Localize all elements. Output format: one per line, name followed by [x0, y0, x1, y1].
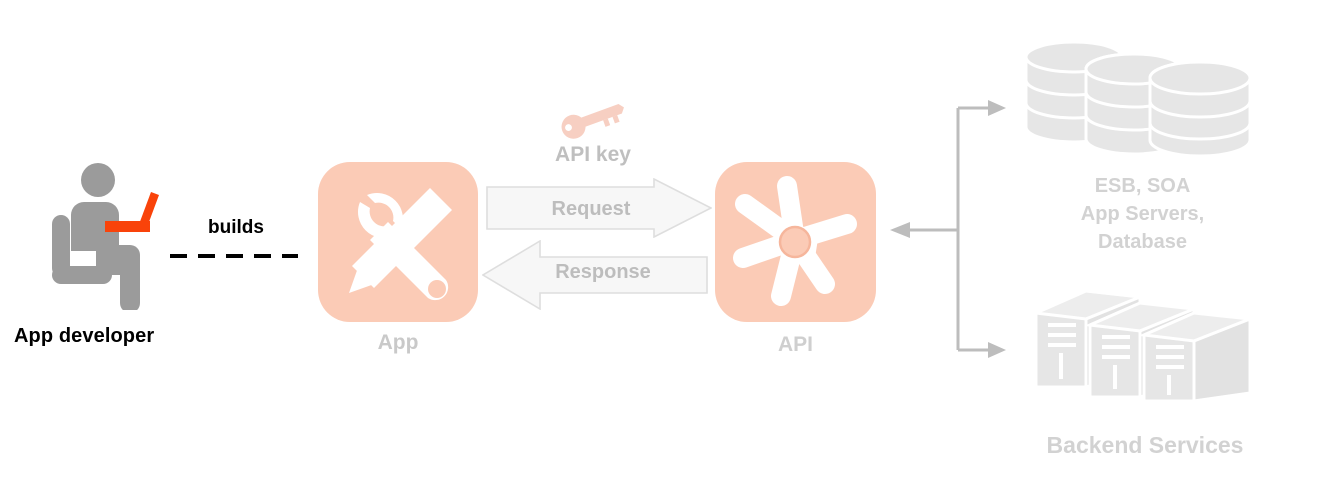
api-star-burst-icon [733, 176, 857, 306]
arrowhead-to-api [890, 222, 910, 238]
database-stack-icon [1020, 35, 1270, 160]
datastore-label: ESB, SOA App Servers, Database [1035, 172, 1250, 256]
request-label: Request [551, 198, 631, 220]
backend-branch-connector [888, 95, 1008, 365]
api-node[interactable] [715, 162, 876, 322]
datastore-label-line2: App Servers, [1080, 203, 1205, 225]
response-arrow [481, 239, 708, 311]
builds-label: builds [208, 217, 264, 238]
response-label: Response [555, 261, 651, 283]
wrench-and-pencil-icon [349, 188, 452, 301]
app-label: App [377, 331, 419, 354]
developer-label: App developer [14, 325, 155, 347]
arrowhead-to-datastore [988, 100, 1006, 116]
arrowhead-to-servers [988, 342, 1006, 358]
seated-person-with-laptop-icon [40, 160, 170, 313]
api-key-label: API key [555, 143, 631, 166]
api-label: API [777, 333, 813, 356]
datastore-label-line1: ESB, SOA [1094, 175, 1191, 197]
app-node[interactable] [318, 162, 478, 322]
key-icon [556, 98, 628, 140]
app-tile [318, 162, 478, 322]
server-rack-icon [1028, 283, 1258, 403]
backend-services-label: Backend Services [1046, 432, 1244, 458]
api-tile [715, 162, 876, 322]
builds-dashed-line [170, 245, 298, 258]
request-arrow [486, 177, 713, 239]
datastore-label-line3: Database [1098, 231, 1187, 253]
